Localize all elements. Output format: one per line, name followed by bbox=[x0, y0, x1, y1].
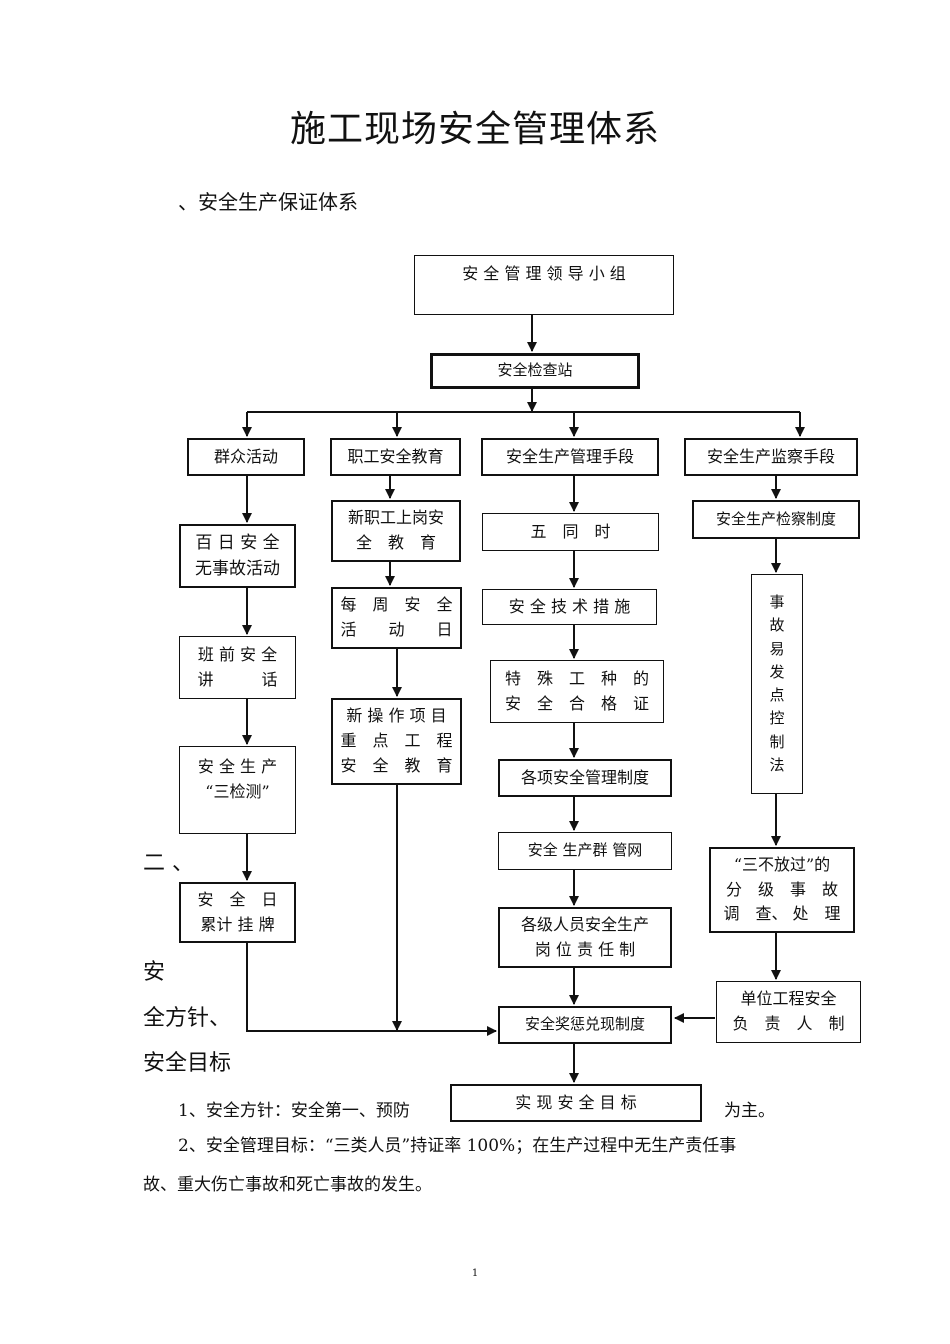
goal-text-line1: 2、安全管理目标：“三类人员”持证率 100%；在生产过程中无生产责任事 bbox=[178, 1136, 737, 1156]
mass-activities-box: 群众活动 bbox=[187, 438, 305, 476]
staff-safety-education-box: 职工安全教育 bbox=[330, 438, 461, 476]
page-title: 施工现场安全管理体系 bbox=[289, 109, 660, 150]
inspection-system-box: 安全生产检察制度 bbox=[692, 500, 860, 539]
section-two-goal: 安全目标 bbox=[143, 1051, 232, 1076]
three-inspections-box: 安 全 生 产 “三检测” bbox=[179, 746, 296, 834]
goal-text-line2: 故、重大伤亡事故和死亡事故的发生。 bbox=[143, 1175, 432, 1195]
new-worker-education-box: 新职工上岗安 全 教 育 bbox=[331, 500, 461, 562]
safety-day-board-box: 安 全 日 累计 挂 牌 bbox=[179, 882, 296, 943]
reward-punishment-box: 安全奖惩兑现制度 bbox=[498, 1006, 672, 1044]
three-no-pass-box: “三不放过”的 分 级 事 故 调 查、 处 理 bbox=[709, 847, 855, 933]
safety-inspection-station-box: 安全检查站 bbox=[430, 353, 640, 389]
unit-project-responsible-box: 单位工程安全 负 责 人 制 bbox=[716, 981, 861, 1043]
five-simultaneous-box: 五 同 时 bbox=[482, 513, 659, 551]
responsibility-system-box: 各级人员安全生产 岗 位 责 任 制 bbox=[498, 907, 672, 968]
policy-text-start: 1、安全方针：安全第一、预防 bbox=[178, 1101, 410, 1121]
management-rules-box: 各项安全管理制度 bbox=[498, 759, 672, 797]
accident-prone-control-box: 事 故 易 发 点 控 制 法 bbox=[751, 574, 803, 794]
safety-management-means-box: 安全生产管理手段 bbox=[481, 438, 659, 476]
weekly-activity-day-box: 每 周 安 全 活 动 日 bbox=[331, 587, 462, 649]
policy-text-end: 为主。 bbox=[724, 1101, 775, 1121]
section-two-policy: 全方针、 bbox=[143, 1006, 232, 1031]
achieve-safety-target-box: 实 现 安 全 目 标 bbox=[450, 1084, 702, 1122]
hundred-days-box: 百 日 安 全 无事故活动 bbox=[179, 524, 296, 588]
new-operation-education-box: 新 操 作 项 目 重 点 工 程 安 全 教 育 bbox=[331, 698, 462, 785]
technical-measures-box: 安 全 技 术 措 施 bbox=[482, 589, 657, 625]
safety-supervision-means-box: 安全生产监察手段 bbox=[684, 438, 858, 476]
safety-leadership-group-box: 安 全 管 理 领 导 小 组 bbox=[414, 255, 674, 315]
mass-supervision-network-box: 安全 生产群 管网 bbox=[498, 832, 672, 870]
section-two-number: 二 、 bbox=[143, 851, 194, 876]
section-two-fragment: 安 bbox=[143, 960, 166, 985]
page-number: 1 bbox=[471, 1268, 479, 1279]
special-trades-certificate-box: 特 殊 工 种 的 安 全 合 格 证 bbox=[490, 660, 664, 723]
pre-work-talk-box: 班 前 安 全 讲 话 bbox=[179, 636, 296, 699]
section-heading: 、安全生产保证体系 bbox=[178, 190, 358, 214]
